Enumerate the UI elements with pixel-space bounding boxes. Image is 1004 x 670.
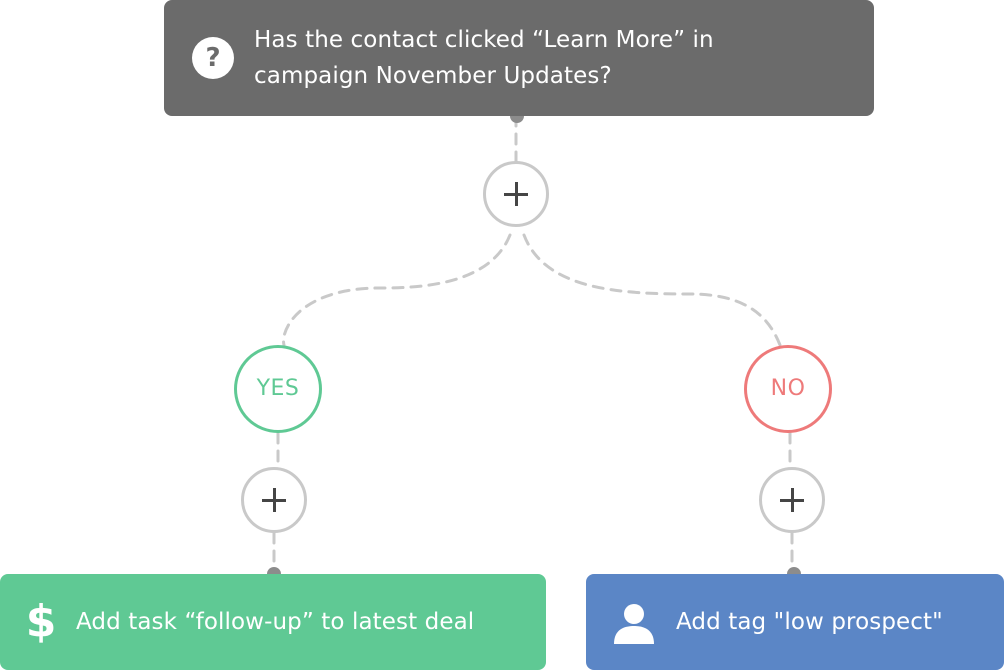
no-action-text: Add tag "low prospect" bbox=[676, 609, 943, 635]
connector-plus-to-yes bbox=[282, 233, 512, 347]
no-branch-badge: NO bbox=[744, 345, 832, 433]
connector-plus-to-no bbox=[522, 233, 782, 347]
question-icon: ? bbox=[192, 37, 234, 79]
add-step-button-no[interactable] bbox=[759, 467, 825, 533]
no-action-card[interactable]: Add tag "low prospect" bbox=[586, 574, 1004, 670]
add-step-button-top[interactable] bbox=[483, 161, 549, 227]
condition-text: Has the contact clicked “Learn More” in … bbox=[254, 27, 714, 89]
yes-action-text: Add task “follow-up” to latest deal bbox=[76, 609, 475, 635]
add-step-button-yes[interactable] bbox=[241, 467, 307, 533]
yes-action-card[interactable]: $ Add task “follow-up” to latest deal bbox=[0, 574, 546, 670]
yes-branch-badge: YES bbox=[234, 345, 322, 433]
dollar-icon: $ bbox=[25, 596, 57, 647]
condition-card[interactable]: ? Has the contact clicked “Learn More” i… bbox=[164, 0, 874, 116]
user-icon bbox=[614, 604, 654, 644]
